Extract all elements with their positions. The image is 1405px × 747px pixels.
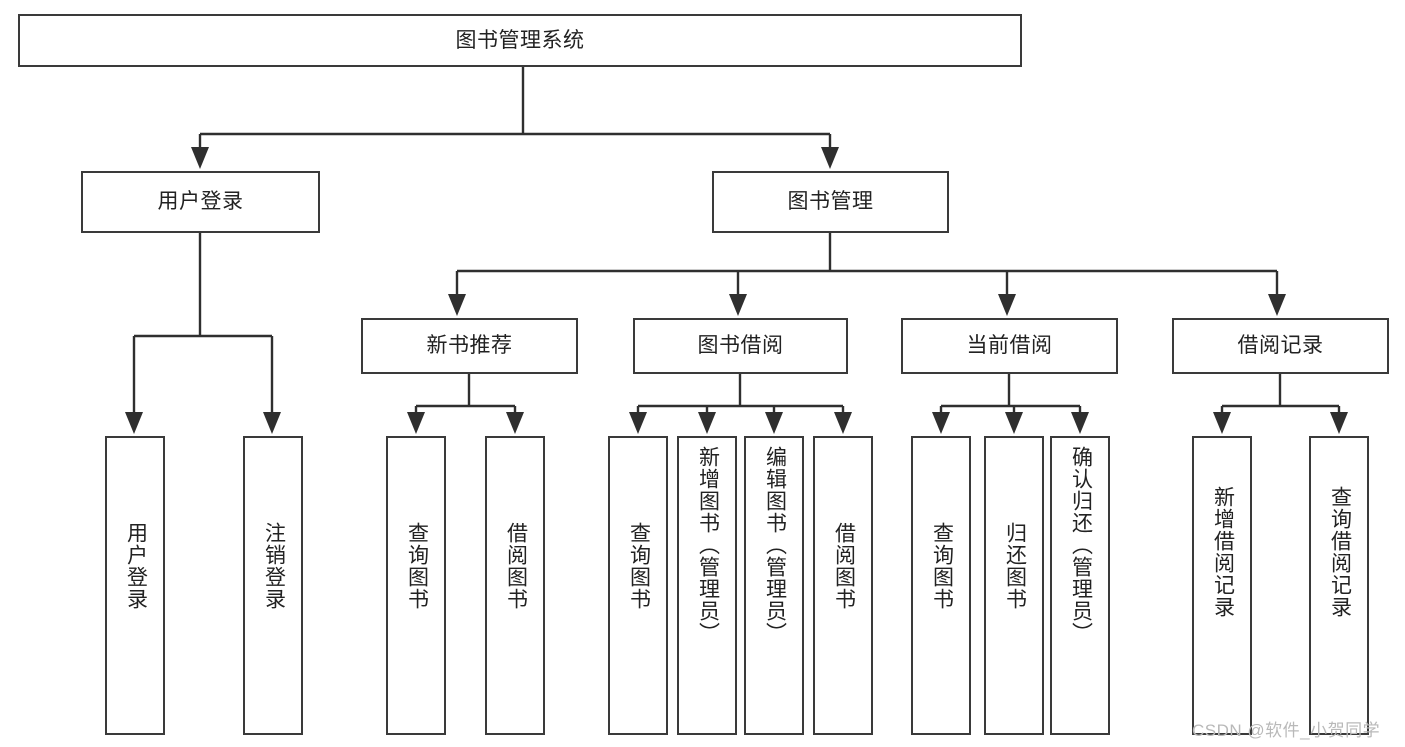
book-manage-to-l3b-head: [729, 294, 747, 316]
node-leaf-return-book[interactable]: 归还图书: [984, 436, 1044, 735]
node-label-leaf-query-book-1: 查询图书: [405, 522, 429, 610]
root-to-book-manage-head: [821, 147, 839, 169]
node-label-leaf-logout: 注销登录: [262, 522, 286, 610]
node-label-user-login: 用户登录: [157, 190, 244, 214]
node-label-new-book-recommend: 新书推荐: [426, 334, 513, 358]
node-user-login[interactable]: 用户登录: [81, 171, 320, 233]
node-borrow-record[interactable]: 借阅记录: [1172, 318, 1389, 374]
node-label-leaf-return-book: 归还图书: [1003, 522, 1027, 610]
root-to-user-login-head: [191, 147, 209, 169]
node-label-leaf-confirm-return: 确认归还（管理员）: [1069, 446, 1093, 644]
current-to-c-head: [1071, 412, 1089, 434]
user-login-to-leaf2-head: [263, 412, 281, 434]
node-leaf-logout[interactable]: 注销登录: [243, 436, 303, 735]
node-label-leaf-add-record: 新增借阅记录: [1211, 486, 1235, 618]
watermark-text: CSDN @软件_小贺同学: [1192, 721, 1381, 740]
node-label-leaf-borrow-book-2: 借阅图书: [832, 522, 856, 610]
node-new-book-recommend[interactable]: 新书推荐: [361, 318, 578, 374]
current-to-a-head: [932, 412, 950, 434]
node-label-root: 图书管理系统: [455, 28, 585, 52]
node-book-manage[interactable]: 图书管理: [712, 171, 949, 233]
node-current-borrow[interactable]: 当前借阅: [901, 318, 1118, 374]
node-leaf-query-book-2[interactable]: 查询图书: [608, 436, 668, 735]
node-label-book-manage: 图书管理: [787, 190, 874, 214]
node-label-leaf-query-book-3: 查询图书: [930, 522, 954, 610]
recommend-to-b-head: [506, 412, 524, 434]
node-book-borrow[interactable]: 图书借阅: [633, 318, 848, 374]
node-leaf-add-record[interactable]: 新增借阅记录: [1192, 436, 1252, 735]
borrow-to-c-head: [765, 412, 783, 434]
node-leaf-borrow-book-1[interactable]: 借阅图书: [485, 436, 545, 735]
node-label-leaf-query-book-2: 查询图书: [627, 522, 651, 610]
node-leaf-user-login[interactable]: 用户登录: [105, 436, 165, 735]
book-manage-to-l3c-head: [998, 294, 1016, 316]
node-label-leaf-user-login: 用户登录: [124, 522, 148, 610]
node-leaf-query-book-1[interactable]: 查询图书: [386, 436, 446, 735]
recommend-to-a-head: [407, 412, 425, 434]
borrow-to-b-head: [698, 412, 716, 434]
node-label-leaf-query-record: 查询借阅记录: [1328, 486, 1352, 618]
node-label-book-borrow: 图书借阅: [697, 334, 784, 358]
node-root[interactable]: 图书管理系统: [18, 14, 1022, 67]
node-label-leaf-add-book: 新增图书（管理员）: [696, 446, 720, 644]
borrow-to-a-head: [629, 412, 647, 434]
book-manage-to-l3a-head: [448, 294, 466, 316]
node-leaf-query-book-3[interactable]: 查询图书: [911, 436, 971, 735]
node-leaf-add-book[interactable]: 新增图书（管理员）: [677, 436, 737, 735]
node-label-borrow-record: 借阅记录: [1237, 334, 1324, 358]
node-leaf-borrow-book-2[interactable]: 借阅图书: [813, 436, 873, 735]
borrow-to-d-head: [834, 412, 852, 434]
current-to-b-head: [1005, 412, 1023, 434]
node-leaf-confirm-return[interactable]: 确认归还（管理员）: [1050, 436, 1110, 735]
record-to-a-head: [1213, 412, 1231, 434]
book-manage-to-l3d-head: [1268, 294, 1286, 316]
user-login-to-leaf1-head: [125, 412, 143, 434]
node-leaf-edit-book[interactable]: 编辑图书（管理员）: [744, 436, 804, 735]
node-label-current-borrow: 当前借阅: [966, 334, 1053, 358]
node-leaf-query-record[interactable]: 查询借阅记录: [1309, 436, 1369, 735]
node-label-leaf-edit-book: 编辑图书（管理员）: [763, 446, 787, 644]
record-to-b-head: [1330, 412, 1348, 434]
node-label-leaf-borrow-book-1: 借阅图书: [504, 522, 528, 610]
